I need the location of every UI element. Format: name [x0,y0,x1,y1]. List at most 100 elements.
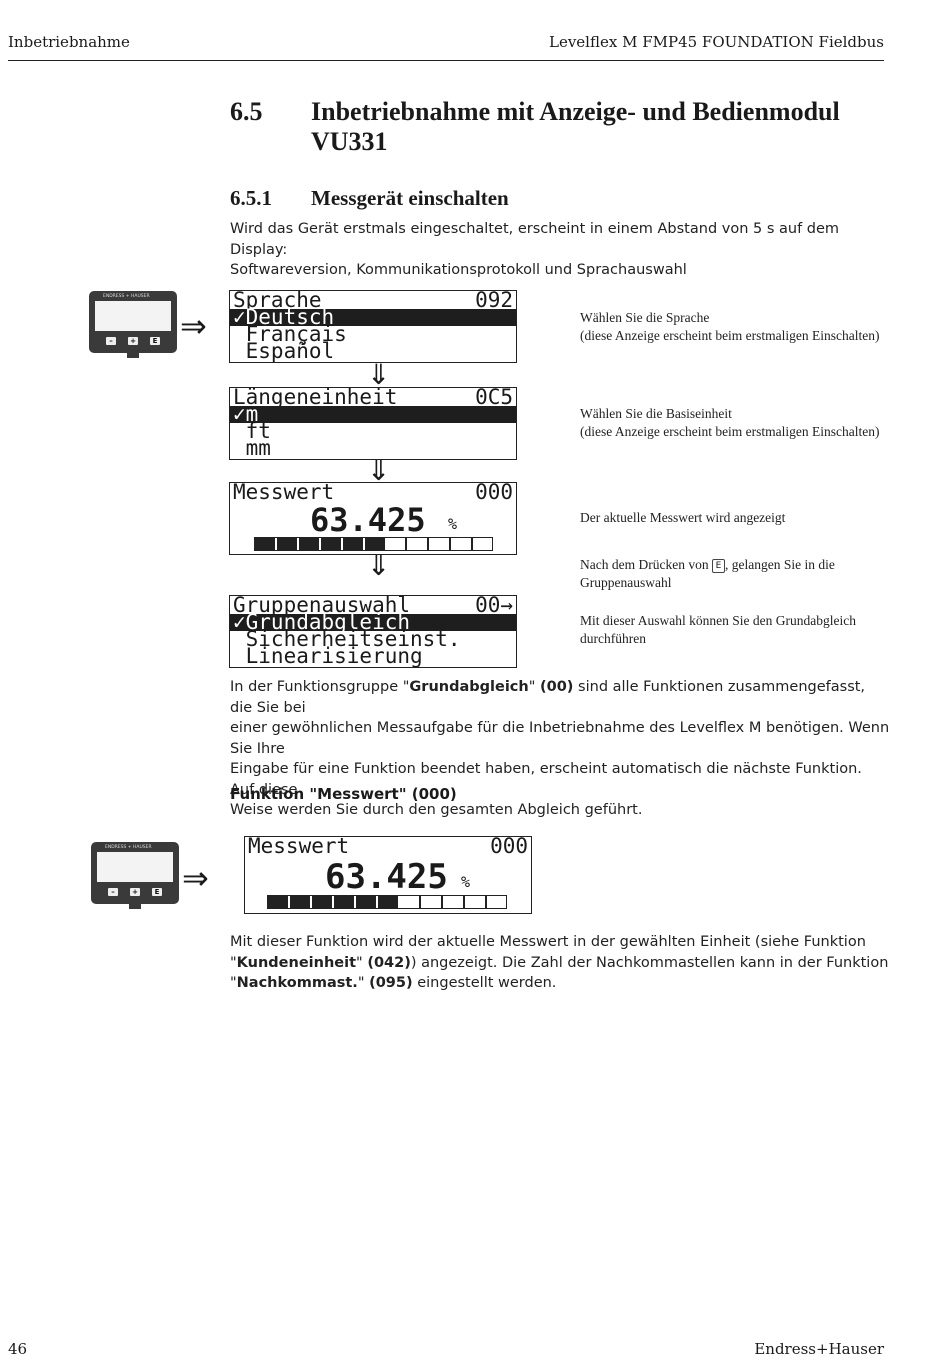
note-line: (diese Anzeige erscheint beim erstmalige… [580,327,880,343]
paragraph-line: Mit dieser Funktion wird der aktuelle Me… [230,934,866,950]
note-messwert: Der aktuelle Messwert wird angezeigt [580,510,786,525]
bold-run: (042) [367,954,411,971]
note-gruppenauswahl: Nach dem Drücken von E, gelangen Sie in … [580,556,900,591]
note-line: Nach dem Drücken von E, gelangen Sie in … [580,556,900,574]
text-run: " [230,975,237,991]
lcd-option: Español [230,339,516,363]
device-display-module: ENDRESS + HAUSER – + E [91,842,179,909]
subsection-number: 6.5.1 [230,186,272,210]
lcd-option-text: Français [233,322,347,346]
measured-value: 63.425 [310,501,426,539]
page-number: 46 [8,1340,28,1358]
device-connector [129,904,141,909]
lcd-gruppenauswahl: Gruppenauswahl 00→ ✓Grundabgleich Sicherh… [229,595,517,668]
lcd-title: Messwert [233,482,335,504]
paragraph-line: "Nachkommast." (095) eingestellt werden. [230,973,890,994]
level-bar [254,537,493,551]
lcd-header: Messwert 000 [230,482,516,504]
intro-paragraph: Wird das Gerät erstmals eingeschaltet, e… [230,219,890,281]
lcd-option: Linearisierung [230,644,516,668]
lcd-option: ft [230,419,516,443]
intro-line2: Softwareversion, Kommunikationsprotokoll… [230,262,687,278]
minus-button: – [106,337,116,345]
note-basiseinheit: Wählen Sie die Basiseinheit (diese Anzei… [580,405,900,440]
device-brand: ENDRESS + HAUSER [105,845,152,850]
lcd-option: Français [230,322,516,346]
bold-run: (095) [369,975,413,991]
device-connector [127,353,139,358]
lcd-option-text: Español [233,339,335,363]
level-bar-ticks [385,538,492,550]
level-bar-ticks [398,896,506,908]
footer-brand: Endress+Hauser [754,1340,884,1358]
arrow-down-icon: ⇓ [367,358,391,391]
level-bar-fill [255,538,386,550]
text-run: In der Funktionsgruppe " [230,679,410,695]
lcd-sprache: Sprache 092 ✓Deutsch Français Español [229,290,517,363]
paragraph-messwert: Mit dieser Funktion wird der aktuelle Me… [230,932,890,994]
bold-run: Nachkommast. [236,975,358,991]
lcd-code: 000 [475,482,513,504]
e-button: E [152,888,162,896]
note-text: , gelangen Sie in die [724,557,835,572]
note-line: Wählen Sie die Sprache [580,310,710,325]
lcd-option-text: ✓Grundabgleich [233,610,411,634]
lcd-title: Längeneinheit [233,387,398,409]
lcd-option-text: mm [233,436,271,460]
paragraph-grundabgleich: In der Funktionsgruppe "Grundabgleich" (… [230,677,890,821]
note-line: (diese Anzeige erscheint beim erstmalige… [580,423,880,439]
plus-button: + [128,337,138,345]
lcd-title: Gruppenauswahl [233,595,411,617]
note-sprache: Wählen Sie die Sprache (diese Anzeige er… [580,309,900,344]
paragraph-line: einer gewöhnlichen Messaufgabe für die I… [230,720,890,757]
lcd-header: Messwert 000 [245,836,531,858]
section-title-line2: VU331 [311,127,388,156]
lcd-header: Gruppenauswahl 00→ [230,595,516,617]
note-line: Wählen Sie die Basiseinheit [580,406,732,421]
lcd-title: Messwert [248,836,350,858]
header-right: Levelflex M FMP45 FOUNDATION Fieldbus [548,33,884,51]
text-run: " [356,954,368,971]
text-run: " [528,679,540,695]
lcd-code: 00→ [475,595,513,617]
function-heading: Funktion "Messwert" (000) [230,785,457,803]
lcd-option: Sicherheitseinst. [230,629,516,650]
note-line: Gruppenauswahl [580,574,672,590]
lcd-option-text: ✓Deutsch [233,305,335,329]
arrow-down-icon: ⇓ [367,454,391,487]
lcd-option-selected: ✓Grundabgleich [230,610,516,634]
text-run: ) angezeigt. Die Zahl der Nachkommastell… [410,954,889,971]
lcd-laengeneinheit: Längeneinheit 0C5 ✓m ft mm [229,387,517,460]
intro-line1: Wird das Gerät erstmals eingeschaltet, e… [230,221,840,258]
section-title: Inbetriebnahme mit Anzeige- und Bedienmo… [311,97,840,157]
note-text: Nach dem Drücken von [580,557,712,572]
measured-unit: % [461,873,471,891]
level-bar-fill [268,896,399,908]
measured-value: 63.425 [325,857,448,897]
text-run: " [230,954,237,971]
lcd-option-text: ft [233,419,271,443]
paragraph-line: "Kundeneinheit" (042)) angezeigt. Die Za… [230,953,890,974]
lcd-code: 000 [490,836,528,858]
device-window [95,301,171,331]
lcd-option-selected: ✓Deutsch [230,305,516,329]
text-run: eingestellt werden. [412,975,557,991]
lcd-option-text: Linearisierung [233,644,423,668]
subsection-title: Messgerät einschalten [311,186,509,210]
arrow-right-icon: ⇒ [180,307,207,345]
note-line: Mit dieser Auswahl können Sie den Grunda… [580,613,856,628]
e-button: E [150,337,160,345]
lcd-option: mm [230,436,516,460]
paragraph-line: Eingabe für eine Funktion beendet haben,… [230,761,862,798]
bold-run: (00) [540,679,574,695]
paragraph-line: Weise werden Sie durch den gesamten Abgl… [230,802,643,818]
lcd-code: 0C5 [475,387,513,409]
header-left: Inbetriebnahme [8,33,130,51]
header-rule [8,60,884,61]
level-bar [267,895,507,909]
lcd-title: Sprache [233,290,322,312]
lcd-code: 092 [475,290,513,312]
minus-button: – [108,888,118,896]
lcd-option-text: ✓m [233,402,259,426]
